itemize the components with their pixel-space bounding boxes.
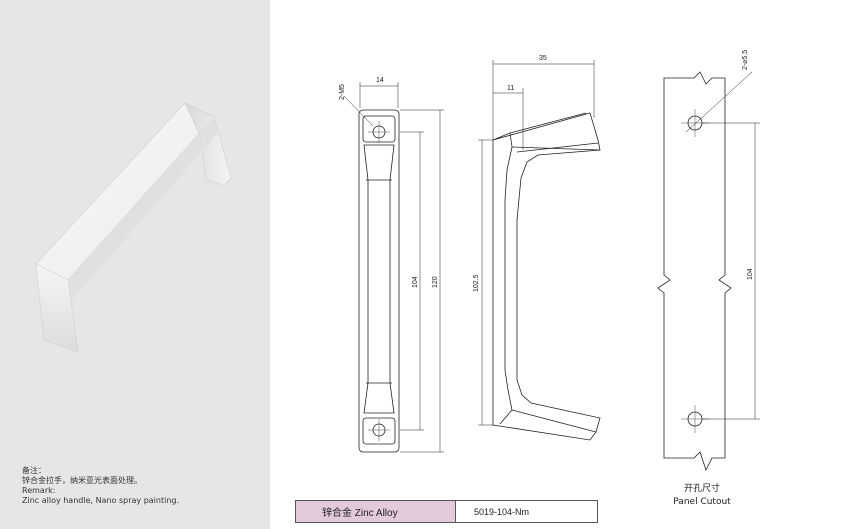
- remark-block: 备注： 锌合金拉手，纳米亚光表面处理。 Remark: Zinc alloy h…: [22, 466, 179, 506]
- dim-total-length-label: 120: [432, 276, 439, 288]
- panel-cutout-view: [657, 71, 760, 472]
- dim-hole-label: 2-⌀5.5: [742, 50, 749, 70]
- product-photo-panel: 备注： 锌合金拉手，纳米亚光表面处理。 Remark: Zinc alloy h…: [0, 0, 270, 529]
- spec-model-cell: 5019-104-Nm: [474, 506, 530, 517]
- front-view: [343, 82, 444, 453]
- dim-inner-length-label: 104: [412, 276, 419, 288]
- remark-desc-cn: 锌合金拉手，纳米亚光表面处理。: [22, 476, 142, 485]
- cutout-label-cn: 开孔尺寸: [683, 484, 720, 494]
- dim-width-label: 14: [376, 77, 384, 84]
- remark-title-cn: 备注：: [22, 466, 46, 475]
- spec-table: 锌合金 Zinc Alloy 5019-104-Nm: [295, 500, 598, 523]
- technical-drawing: 14 2-M5 104 120 35 11 102.5 2-⌀5.5 104: [339, 50, 760, 472]
- dim-depth-label: 35: [539, 55, 547, 62]
- remark-desc-en: Zinc alloy handle, Nano spray painting.: [22, 496, 180, 505]
- remark-title-en: Remark:: [22, 486, 56, 495]
- panel-cutout-label: 开孔尺寸 Panel Cutout: [662, 483, 742, 509]
- dim-hole-spacing-label: 104: [747, 268, 754, 280]
- dim-screw-label: 2-M5: [339, 84, 346, 100]
- handle-photo: [35, 102, 232, 353]
- dim-wall-label: 11: [507, 85, 514, 92]
- spec-material-cell: 锌合金 Zinc Alloy: [296, 501, 456, 522]
- dim-inner-height-label: 102.5: [473, 274, 480, 292]
- cutout-label-en: Panel Cutout: [673, 497, 731, 507]
- side-view: [478, 60, 601, 441]
